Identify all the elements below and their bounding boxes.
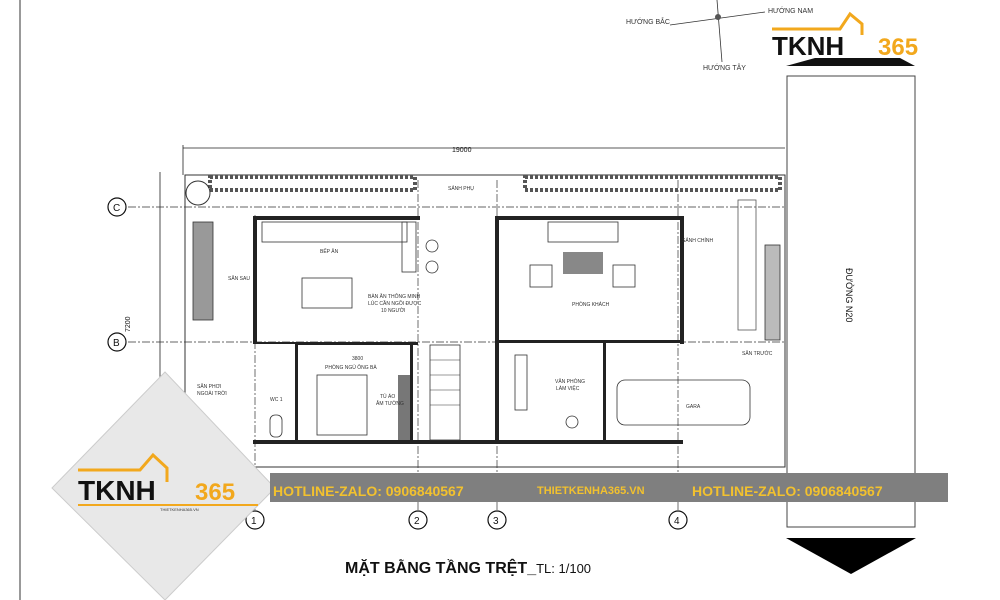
room-sanh-phu: SẢNH PHỤ [448,185,474,192]
dimension-width: 19000 [182,145,785,175]
planter-back [192,221,214,321]
room-san-truoc: SÂN TRƯỚC [742,350,773,357]
svg-text:B: B [113,338,120,349]
compass-south: HƯỚNG NAM [768,6,813,15]
dimension-depth-label: 7200 [125,316,132,332]
logo-top-number: 365 [878,34,918,61]
drawing-title: MẶT BẰNG TẦNG TRỆT_TL: 1/100 [345,558,591,577]
coffee-table [563,252,603,274]
svg-text:3: 3 [493,516,499,527]
tree-icon [185,180,211,206]
planting-top-right [523,175,782,192]
car-icon [616,379,751,426]
armchair-icon [612,264,636,288]
room-san-phoi-1: SÂN PHƠI [197,383,221,390]
svg-text:THIETKENHA365.VN: THIETKENHA365.VN [160,507,199,512]
hotline-banner: HOTLINE-ZALO: 0906840567 THIETKENHA365.V… [270,473,948,502]
svg-text:TKNH: TKNH [78,475,156,506]
road [786,75,916,528]
office-desk [514,354,528,411]
room-gara: GARA [686,404,701,410]
room-sanh-chinh: SẢNH CHÍNH [682,237,714,244]
bed-dim: 3800 [352,356,363,362]
stool-icon [425,260,439,274]
office-chair-icon [565,415,579,429]
watermark-logo: TKNH 365 THIETKENHA365.VN [51,371,276,600]
svg-text:4: 4 [674,516,680,527]
toilet-icon [269,414,283,438]
label-ban-an-1: BÀN ĂN THÔNG MINH [368,293,421,300]
hotline-2: HOTLINE-ZALO: 0906840567 [692,483,883,499]
armchair-icon [529,264,553,288]
label-ban-an-3: 10 NGƯỜI [381,307,405,314]
planter-front [764,244,781,341]
wardrobe [398,375,410,440]
grid-row-c: C [107,197,785,217]
room-bep-an: BẾP ĂN [320,248,339,255]
room-san-sau: SÂN SAU [228,275,250,282]
logo-top-text: TKNH [772,31,844,61]
room-phong-ngu: PHÒNG NGỦ ÔNG BÀ [325,364,377,371]
planting-top-left [208,175,417,192]
walls [253,216,684,444]
svg-text:2: 2 [414,516,420,527]
compass: HƯỚNG BẮC HƯỚNG NAM HƯỚNG TÂY [626,0,813,72]
compass-west: HƯỚNG TÂY [703,63,746,72]
compass-north: HƯỚNG BẮC [626,17,670,26]
label-tu-ao-2: ÂM TƯỜNG [376,400,404,407]
website: THIETKENHA365.VN [537,485,645,497]
grid-col-4: 4 [668,180,688,530]
label-tu-ao-1: TỦ ÁO [380,393,395,400]
room-phong-khach: PHÒNG KHÁCH [572,301,610,308]
sofa-icon [547,221,619,243]
label-ban-an-2: LÚC CẦN NGỒI ĐƯỢC [368,300,422,307]
site-boundary [184,174,786,468]
kitchen-island [401,221,417,273]
kitchen-counter [261,221,408,243]
road-label: ĐƯỜNG N20 [844,268,854,322]
room-san-phoi-2: NGOÀI TRỜI [197,390,227,397]
drawing-scale: TL: 1/100 [536,561,591,576]
svg-text:C: C [113,203,120,214]
hotline-1: HOTLINE-ZALO: 0906840567 [273,483,464,499]
logo-top: TKNH 365 [772,11,918,66]
room-van-phong-2: LÀM VIỆC [556,384,580,392]
dining-table [301,277,353,309]
dimension-width-label: 19000 [452,147,472,154]
bed-icon [316,374,368,436]
room-wc: WC 1 [270,397,283,403]
svg-text:365: 365 [195,479,235,506]
stool-icon [425,239,439,253]
entrance-arrow-icon [786,538,916,574]
front-steps [737,199,757,331]
svg-text:1: 1 [251,516,257,527]
staircase [429,344,461,441]
room-van-phong-1: VĂN PHÒNG [555,378,585,385]
